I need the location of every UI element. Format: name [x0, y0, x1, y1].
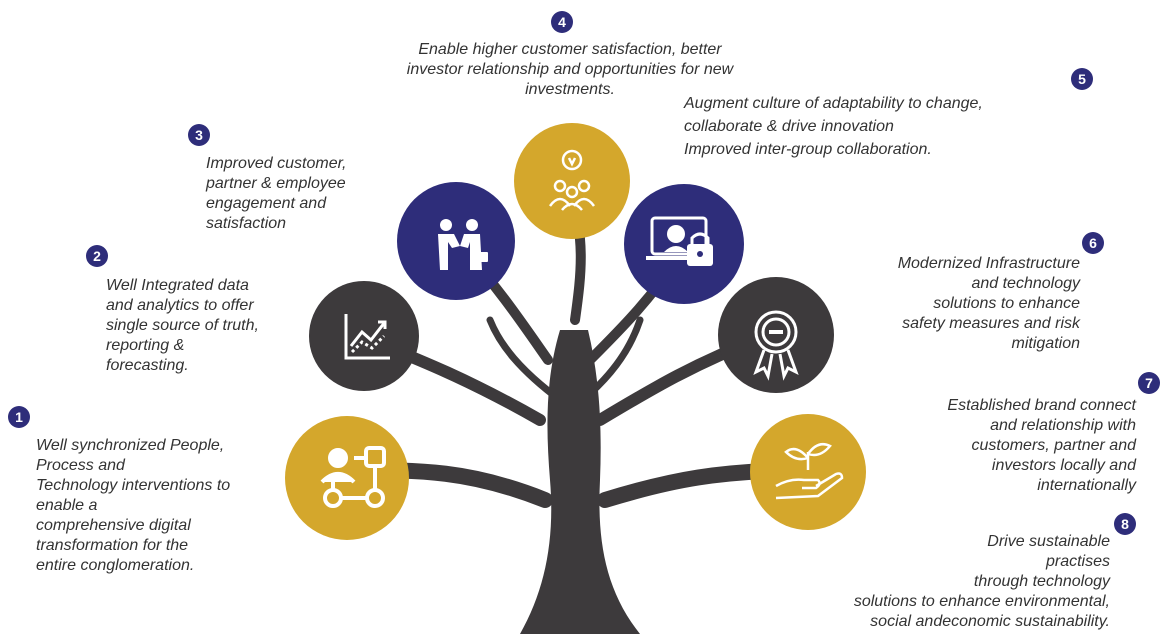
item-4-text: Enable higher customer satisfaction, bet…: [406, 41, 734, 98]
badge-1: 1: [8, 406, 30, 428]
people-process-network-icon: [320, 446, 386, 508]
item-8-text: Drive sustainable practises through tech…: [853, 533, 1110, 630]
tree-trunk: [520, 330, 640, 634]
handshake-icon: [438, 219, 488, 270]
analytics-chart-icon: [344, 314, 390, 360]
badge-7: 7: [1138, 372, 1160, 394]
laptop-lock-icon: [646, 216, 713, 266]
badge-8: 8: [1114, 513, 1136, 535]
safety-badge-icon: [753, 310, 799, 381]
item-2-text: Well Integrated data and analytics to of…: [106, 277, 259, 374]
team-idea-icon: [548, 149, 596, 211]
item-1-text: Well synchronized People, Process and Te…: [36, 437, 231, 574]
circle-7: [750, 414, 866, 530]
circle-5: [624, 184, 744, 304]
circle-2: [309, 281, 419, 391]
circle-3: [397, 182, 515, 300]
badge-4: 4: [551, 11, 573, 33]
badge-2: 2: [86, 245, 108, 267]
circle-4: [514, 123, 630, 239]
badge-5: 5: [1071, 68, 1093, 90]
circle-1: [285, 416, 409, 540]
item-5-text: Augment culture of adaptability to chang…: [684, 95, 983, 158]
item-3-text: Improved customer, partner & employee en…: [206, 155, 347, 232]
hand-plant-icon: [775, 443, 844, 500]
badge-3: 3: [188, 124, 210, 146]
item-6-text: Modernized Infrastructure and technology…: [897, 255, 1080, 352]
badge-6: 6: [1082, 232, 1104, 254]
item-7-text: Established brand connect and relationsh…: [947, 397, 1136, 494]
circle-6: [718, 277, 834, 393]
